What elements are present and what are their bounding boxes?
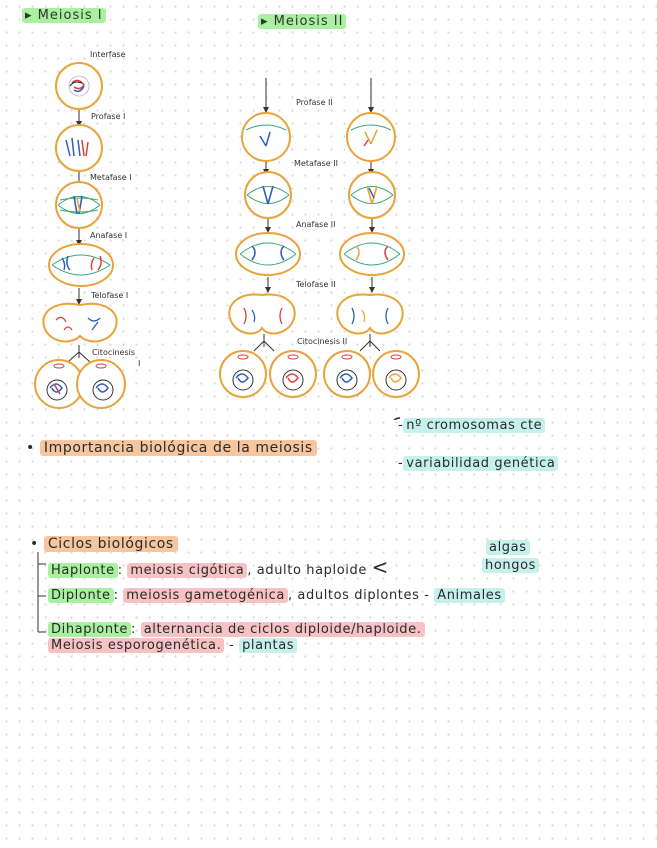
metafase-2-cells bbox=[244, 171, 396, 219]
haplonte-example-1: algas bbox=[486, 540, 530, 555]
dihaplonte-line: Dihaplonte: alternancia de ciclos diploi… bbox=[48, 622, 425, 637]
haplonte-example-2: hongos bbox=[482, 558, 540, 573]
importancia-item-2: -variabilidad genética bbox=[398, 456, 559, 471]
diplonte-line: Diplonte: meiosis gametogénica, adultos … bbox=[48, 588, 505, 603]
label-metafase-2: Metafase II bbox=[294, 159, 338, 168]
label-anafase-1: Anafase I bbox=[90, 231, 128, 240]
importancia-label: Importancia biológica de la meiosis bbox=[39, 440, 317, 456]
bullet-icon: • bbox=[26, 440, 35, 456]
arrow-right-icon: ▸ bbox=[25, 8, 33, 23]
bullet-icon: • bbox=[30, 536, 39, 552]
profase-2-cells bbox=[241, 112, 396, 162]
label-metafase-1: Metafase I bbox=[90, 173, 132, 182]
meiosis-diagram bbox=[34, 62, 420, 420]
haplonte-line: Haplonte: meiosis cigótica, adulto haplo… bbox=[48, 555, 389, 579]
anafase-2-cells bbox=[235, 232, 405, 276]
label-citocinesis-1: Citocinesis bbox=[92, 348, 136, 357]
label-interfase: Interfase bbox=[90, 50, 126, 59]
label-citocinesis-1-suffix: I bbox=[138, 359, 141, 368]
label-citocinesis-2: Citocinesis II bbox=[297, 337, 348, 346]
interfase-cell bbox=[55, 62, 103, 110]
label-telofase-2: Telofase II bbox=[296, 280, 336, 289]
label-anafase-2: Anafase II bbox=[296, 220, 336, 229]
metafase-1-cell bbox=[55, 181, 103, 229]
ciclos-tree-lines bbox=[37, 552, 46, 633]
ciclos-title: Ciclos biológicos bbox=[43, 536, 178, 552]
citocinesis-2-cells bbox=[219, 350, 420, 398]
telofase-1-cell bbox=[42, 302, 118, 343]
citocinesis-1-cells bbox=[34, 359, 126, 409]
importancia-heading: • Importancia biológica de la meiosis bbox=[26, 440, 317, 456]
anafase-1-cell bbox=[48, 243, 114, 287]
meiosis-2-title: ▸ Meiosis II bbox=[258, 14, 347, 29]
arrow-right-icon: ▸ bbox=[261, 14, 269, 29]
profase-1-cell bbox=[55, 124, 103, 172]
meiosis-1-title: ▸ Meiosis I bbox=[22, 8, 106, 23]
label-telofase-1: Telofase I bbox=[91, 291, 129, 300]
importancia-item-1: -nº cromosomas cte bbox=[398, 418, 546, 433]
dihaplonte-line-2: Meiosis esporogenética. - plantas bbox=[48, 638, 298, 653]
ciclos-heading: • Ciclos biológicos bbox=[30, 536, 178, 552]
label-profase-2: Profase II bbox=[296, 98, 333, 107]
label-profase-1: Profase I bbox=[91, 112, 126, 121]
telofase-2-cells bbox=[228, 293, 404, 335]
